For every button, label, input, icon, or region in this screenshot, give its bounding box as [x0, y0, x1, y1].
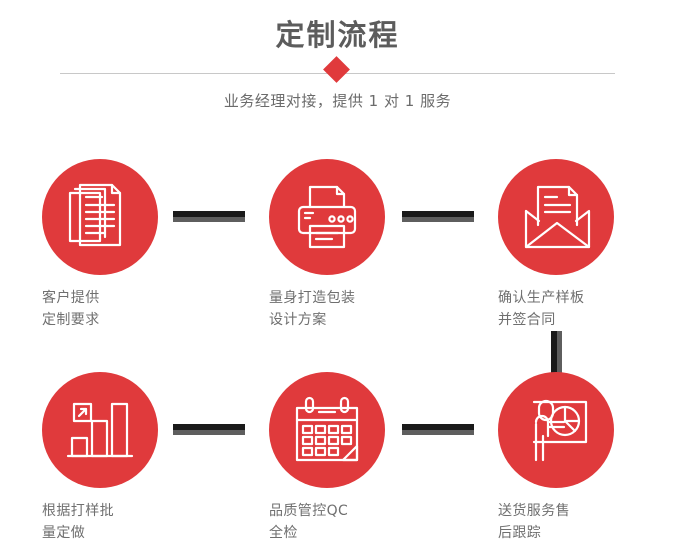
connector-step5-step6	[402, 424, 474, 435]
step-icon-circle	[42, 159, 158, 275]
step-icon-circle	[42, 372, 158, 488]
step-label-line2: 后跟踪	[498, 525, 542, 541]
connector-step2-step3	[402, 211, 474, 222]
step-label: 客户提供 定制要求	[42, 287, 222, 331]
connector-bar-light	[173, 430, 245, 435]
connector-step1-step2	[173, 211, 245, 222]
step-label-line1: 品质管控QC	[269, 503, 349, 519]
bar-chart-growth-icon	[66, 402, 134, 458]
presentation-person-pie-icon	[532, 399, 588, 462]
step-label-line1: 确认生产样板	[498, 290, 585, 306]
connector-step3-step6	[551, 331, 562, 375]
envelope-letter-icon	[524, 185, 591, 249]
documents-icon	[68, 183, 122, 247]
connector-bar-light	[402, 430, 474, 435]
connector-bar-light	[173, 217, 245, 222]
step-label-line1: 量身打造包装	[269, 290, 356, 306]
step-label-line2: 全检	[269, 525, 298, 541]
step-icon-circle	[269, 159, 385, 275]
step-label: 根据打样批 量定做	[42, 500, 222, 544]
step-icon-circle	[498, 159, 614, 275]
connector-bar-dark	[173, 211, 245, 217]
calendar-icon	[295, 396, 359, 462]
page-subtitle: 业务经理对接，提供 1 对 1 服务	[223, 92, 452, 110]
step-icon-circle	[498, 372, 614, 488]
step-label-line2: 并签合同	[498, 312, 556, 328]
connector-bar-dark	[402, 211, 474, 217]
connector-bar-dark	[402, 424, 474, 430]
connector-bar-dark	[551, 331, 557, 375]
step-label: 送货服务售 后跟踪	[498, 500, 675, 544]
connector-bar-light	[557, 331, 562, 375]
step-label-line2: 设计方案	[269, 312, 327, 328]
step-label: 品质管控QC 全检	[269, 500, 449, 544]
header-section: 定制流程 业务经理对接，提供 1 对 1 服务	[0, 0, 675, 130]
step-label: 确认生产样板 并签合同	[498, 287, 675, 331]
connector-bar-dark	[173, 424, 245, 430]
printer-icon	[297, 185, 357, 249]
connector-step4-step5	[173, 424, 245, 435]
step-label-line1: 送货服务售	[498, 503, 570, 519]
step-icon-circle	[269, 372, 385, 488]
step-label-line1: 客户提供	[42, 290, 100, 306]
step-label: 量身打造包装 设计方案	[269, 287, 449, 331]
step-label-line2: 量定做	[42, 525, 86, 541]
page-title: 定制流程	[275, 18, 400, 52]
step-label-line1: 根据打样批	[42, 503, 114, 519]
diamond-ornament-icon	[323, 56, 350, 83]
connector-bar-light	[402, 217, 474, 222]
step-label-line2: 定制要求	[42, 312, 100, 328]
